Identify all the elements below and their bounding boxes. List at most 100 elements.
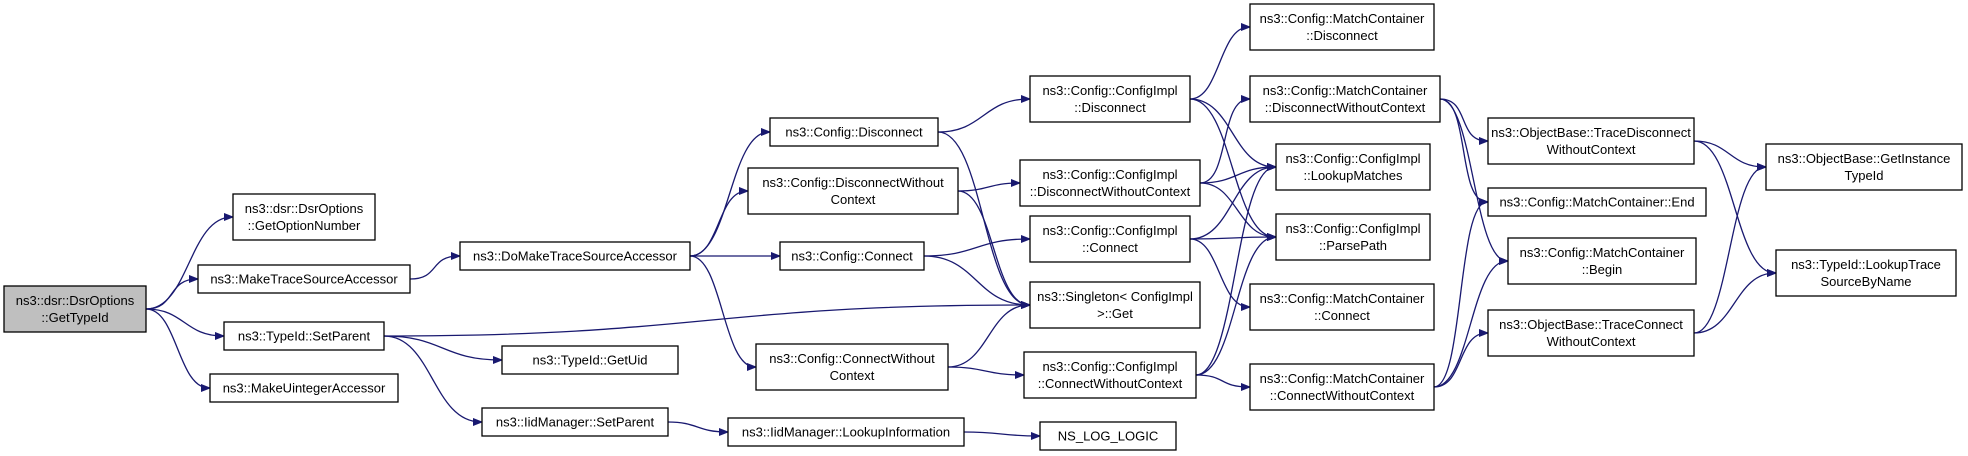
edge-impldisconnect-to-lookupmatches [1189,98,1275,167]
node-mcdiscnoctx-label-line-0: ns3::Config::MatchContainer [1263,83,1428,98]
node-cfgconnnoctx-box [755,343,949,391]
node-root-box [3,285,147,333]
node-getoptnum-label-line-0: ns3::dsr::DsrOptions [245,201,364,216]
node-mcbegin-label-line-0: ns3::Config::MatchContainer [1520,245,1685,260]
node-cfgconnnoctx[interactable]: ns3::Config::ConnectWithoutContext [755,343,949,391]
node-mcconnnoctx-box [1249,363,1435,411]
node-impldisconnect-label-line-1: ::Disconnect [1074,100,1146,115]
node-impldisconnect[interactable]: ns3::Config::ConfigImpl::Disconnect [1029,75,1191,123]
node-tracediscnoctx[interactable]: ns3::ObjectBase::TraceDisconnectWithoutC… [1487,117,1695,165]
node-makeuint-label-line-0: ns3::MakeUintegerAccessor [223,381,386,396]
node-mcconnnoctx[interactable]: ns3::Config::MatchContainer::ConnectWith… [1249,363,1435,411]
node-mcdiscnoctx[interactable]: ns3::Config::MatchContainer::DisconnectW… [1249,75,1441,123]
node-cfgdisconnect-label-line-0: ns3::Config::Disconnect [785,125,923,140]
node-impldiscnoctx-label-line-1: ::DisconnectWithoutContext [1030,184,1191,199]
node-impldiscnoctx-label-line-0: ns3::Config::ConfigImpl [1042,167,1177,182]
node-cfgconnnoctx-label-line-0: ns3::Config::ConnectWithout [769,351,935,366]
edge-impldiscnoctx-to-parsepath [1199,182,1275,237]
edge-root-to-getoptnum [145,217,232,310]
edge-cfgconnnoctx-to-implconnnoctx [947,366,1023,375]
node-domake[interactable]: ns3::DoMakeTraceSourceAccessor [459,241,691,271]
node-parsepath[interactable]: ns3::Config::ConfigImpl::ParsePath [1275,213,1431,261]
node-cfgconnect[interactable]: ns3::Config::Connect [779,241,925,271]
node-cfgdisconnect[interactable]: ns3::Config::Disconnect [769,117,939,147]
node-implconnect-box [1029,215,1191,263]
node-parsepath-label-line-1: ::ParsePath [1319,238,1387,253]
edge-mcdiscnoctx-to-tracediscnoctx [1439,98,1487,141]
node-traceconnnoctx[interactable]: ns3::ObjectBase::TraceConnectWithoutCont… [1487,309,1695,357]
node-root-label-line-1: ::GetTypeId [41,310,108,325]
node-nslog-label-line-0: NS_LOG_LOGIC [1058,429,1158,444]
node-cfgdiscnoctx[interactable]: ns3::Config::DisconnectWithoutContext [747,167,959,215]
node-nslog[interactable]: NS_LOG_LOGIC [1039,421,1177,451]
node-mcdisconnect-box [1249,3,1435,51]
edges-layer [145,27,1775,436]
edge-domake-to-cfgdiscnoctx [689,191,747,257]
node-maketrace-box [197,264,411,294]
node-getinstance-label-line-1: TypeId [1844,168,1883,183]
node-iidsetparent-box [481,407,669,437]
node-getuid[interactable]: ns3::TypeId::GetUid [501,345,679,375]
edge-setparent-to-getuid [383,335,501,360]
edge-domake-to-cfgconnnoctx [689,255,755,367]
node-getoptnum-label-line-1: ::GetOptionNumber [248,218,361,233]
node-lookupinfo-box [727,417,965,447]
node-implconnect-label-line-0: ns3::Config::ConfigImpl [1042,223,1177,238]
edge-mcconnnoctx-to-traceconnnoctx [1433,333,1487,388]
node-traceconnnoctx-label-line-1: WithoutContext [1547,334,1636,349]
node-mcdiscnoctx-box [1249,75,1441,123]
edge-iidsetparent-to-lookupinfo [667,421,727,432]
node-iidsetparent-label-line-0: ns3::IidManager::SetParent [496,415,655,430]
edge-implconnnoctx-to-lookupmatches [1195,167,1275,376]
node-mcbegin[interactable]: ns3::Config::MatchContainer::Begin [1507,237,1697,285]
edge-implconnect-to-lookupmatches [1189,167,1275,240]
node-lookupmatches-label-line-1: ::LookupMatches [1303,168,1403,183]
edge-tracediscnoctx-to-getinstance [1693,140,1765,167]
node-implconnnoctx[interactable]: ns3::Config::ConfigImpl::ConnectWithoutC… [1023,351,1197,399]
node-lookupmatches-label-line-0: ns3::Config::ConfigImpl [1285,151,1420,166]
node-cfgdiscnoctx-box [747,167,959,215]
node-impldiscnoctx[interactable]: ns3::Config::ConfigImpl::DisconnectWitho… [1019,159,1201,207]
node-getuid-label-line-0: ns3::TypeId::GetUid [533,353,648,368]
edge-cfgconnect-to-implconnect [923,239,1029,257]
node-parsepath-label-line-0: ns3::Config::ConfigImpl [1285,221,1420,236]
node-maketrace-label-line-0: ns3::MakeTraceSourceAccessor [210,272,398,287]
edge-traceconnnoctx-to-lookuptrace [1693,273,1775,334]
edge-cfgconnect-to-singleton [923,255,1029,305]
node-mcdisconnect[interactable]: ns3::Config::MatchContainer::Disconnect [1249,3,1435,51]
node-lookuptrace-label-line-1: SourceByName [1820,274,1911,289]
node-lookupinfo[interactable]: ns3::IidManager::LookupInformation [727,417,965,447]
node-mcend[interactable]: ns3::Config::MatchContainer::End [1487,187,1707,217]
edge-impldiscnoctx-to-lookupmatches [1199,167,1275,184]
node-getuid-box [501,345,679,375]
node-tracediscnoctx-box [1487,117,1695,165]
edge-impldisconnect-to-parsepath [1189,98,1275,237]
node-singleton[interactable]: ns3::Singleton< ConfigImpl >::Get [1029,281,1201,329]
node-impldiscnoctx-box [1019,159,1201,207]
node-getoptnum[interactable]: ns3::dsr::DsrOptions::GetOptionNumber [232,193,376,241]
node-setparent[interactable]: ns3::TypeId::SetParent [223,321,385,351]
node-iidsetparent[interactable]: ns3::IidManager::SetParent [481,407,669,437]
node-implconnect[interactable]: ns3::Config::ConfigImpl::Connect [1029,215,1191,263]
node-cfgdiscnoctx-label-line-0: ns3::Config::DisconnectWithout [762,175,944,190]
node-nslog-box [1039,421,1177,451]
edge-mcdiscnoctx-to-mcbegin [1439,98,1507,261]
node-root-label-line-0: ns3::dsr::DsrOptions [16,293,135,308]
edge-implconnect-to-parsepath [1189,237,1275,239]
node-maketrace[interactable]: ns3::MakeTraceSourceAccessor [197,264,411,294]
node-root[interactable]: ns3::dsr::DsrOptions::GetTypeId [3,285,147,333]
edge-traceconnnoctx-to-getinstance [1693,167,1765,334]
edge-implconnnoctx-to-parsepath [1195,237,1275,376]
node-mcdisconnect-label-line-0: ns3::Config::MatchContainer [1260,11,1425,26]
node-impldisconnect-box [1029,75,1191,123]
node-lookupmatches[interactable]: ns3::Config::ConfigImpl::LookupMatches [1275,143,1431,191]
node-mcconnect[interactable]: ns3::Config::MatchContainer::Connect [1249,283,1435,331]
node-getinstance-label-line-0: ns3::ObjectBase::GetInstance [1778,151,1951,166]
node-mcend-label-line-0: ns3::Config::MatchContainer::End [1499,195,1694,210]
node-mcconnnoctx-label-line-0: ns3::Config::MatchContainer [1260,371,1425,386]
node-cfgdiscnoctx-label-line-1: Context [831,192,876,207]
node-mcconnect-label-line-0: ns3::Config::MatchContainer [1260,291,1425,306]
node-makeuint[interactable]: ns3::MakeUintegerAccessor [209,373,399,403]
